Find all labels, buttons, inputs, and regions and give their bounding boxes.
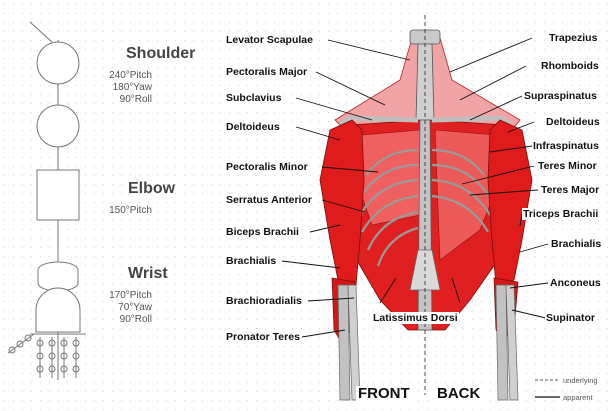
wrist-spec-yaw: 70°Yaw: [106, 302, 152, 314]
label-anconeus: Anconeus: [549, 277, 602, 289]
label-serratus-anterior: Serratus Anterior: [225, 194, 313, 206]
label-teres-major: Teres Major: [540, 184, 600, 196]
back-upper-arm: [488, 120, 532, 285]
back-forearm-bone-1: [496, 285, 508, 400]
label-pectoralis-minor: Pectoralis Minor: [225, 161, 309, 173]
front-forearm-bone-1: [338, 285, 350, 400]
front-upper-arm: [320, 120, 364, 285]
view-label-front: FRONT: [356, 386, 412, 402]
shoulder-joint-lower: [37, 105, 79, 147]
label-infraspinatus: Infraspinatus: [532, 140, 600, 152]
label-deltoideus-front: Deltoideus: [225, 121, 281, 133]
elbow-spec-pitch: 150°Pitch: [106, 205, 152, 217]
label-brachialis-front: Brachialis: [225, 255, 277, 267]
label-teres-minor: Teres Minor: [537, 160, 598, 172]
label-deltoideus-back: Deltoideus: [545, 116, 601, 128]
label-levator-scapulae: Levator Scapulae: [225, 34, 314, 46]
wrist-spec-roll: 90°Roll: [106, 314, 152, 326]
shoulder-spec-pitch: 240°Pitch: [106, 70, 152, 82]
label-brachialis-back: Brachialis: [550, 238, 602, 250]
label-biceps-brachii: Biceps Brachii: [225, 226, 300, 238]
robot-hand-fingers: [8, 334, 79, 378]
base-link: [30, 22, 52, 42]
wrist-joint-body: [38, 270, 78, 283]
label-trapezius: Trapezius: [548, 32, 598, 44]
joint-name-wrist: Wrist: [128, 265, 168, 283]
line-legend: [535, 380, 560, 397]
label-subclavius: Subclavius: [225, 92, 282, 104]
label-supinator: Supinator: [545, 312, 596, 324]
label-brachioradialis: Brachioradialis: [225, 295, 303, 307]
wrist-spec-pitch: 170°Pitch: [106, 290, 152, 302]
shoulder-spec-roll: 90°Roll: [106, 94, 152, 106]
joint-name-shoulder: Shoulder: [126, 45, 195, 63]
label-rhomboids: Rhomboids: [540, 60, 600, 72]
wrist-pitch-joint: [36, 288, 80, 332]
view-label-back: BACK: [435, 386, 482, 402]
joint-name-elbow: Elbow: [128, 180, 175, 198]
legend-apparent-text: apparent: [563, 393, 593, 402]
shoulder-spec-yaw: 180°Yaw: [106, 82, 152, 94]
shoulder-joint-upper: [37, 42, 79, 84]
label-pronator-teres: Pronator Teres: [225, 331, 301, 343]
robot-arm-schematic: [30, 22, 86, 380]
label-supraspinatus: Supraspinatus: [523, 90, 598, 102]
label-triceps-brachii: Triceps Brachii: [522, 208, 599, 220]
anatomy-figure: [320, 15, 532, 400]
elbow-joint: [37, 170, 79, 220]
label-latissimus-dorsi: Latissimus Dorsi: [372, 312, 459, 324]
legend-underlying-text: underlying: [563, 376, 598, 385]
label-pectoralis-major: Pectoralis Major: [225, 66, 308, 78]
